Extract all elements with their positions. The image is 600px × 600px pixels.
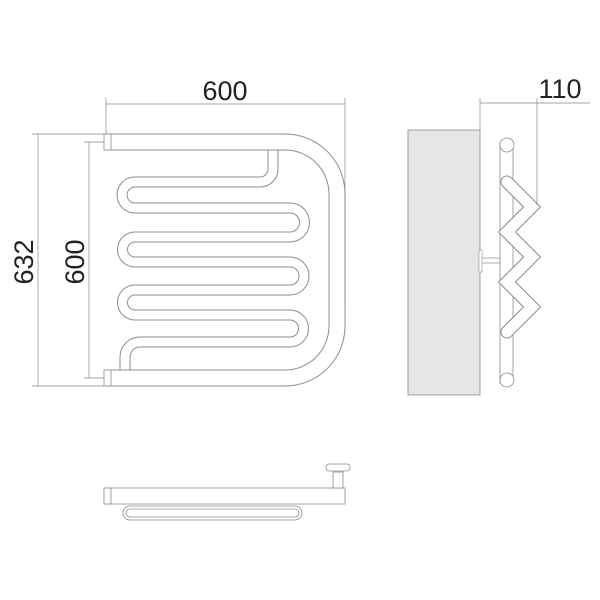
top-view — [103, 463, 351, 521]
axis-height-label: 600 — [60, 239, 90, 284]
side-view — [407, 98, 590, 396]
serpentine-pipe — [116, 150, 310, 372]
dimension-width — [105, 98, 346, 300]
total-height-label: 632 — [9, 239, 39, 284]
front-view — [32, 98, 346, 387]
wall — [407, 129, 481, 396]
dimension-total-height — [32, 133, 104, 387]
frame-pipe — [103, 133, 346, 387]
dimension-axis-height — [84, 141, 104, 379]
depth-label: 110 — [538, 74, 581, 104]
dimension-depth — [479, 98, 590, 205]
width-label: 600 — [202, 76, 247, 106]
wall-bracket — [479, 257, 501, 264]
